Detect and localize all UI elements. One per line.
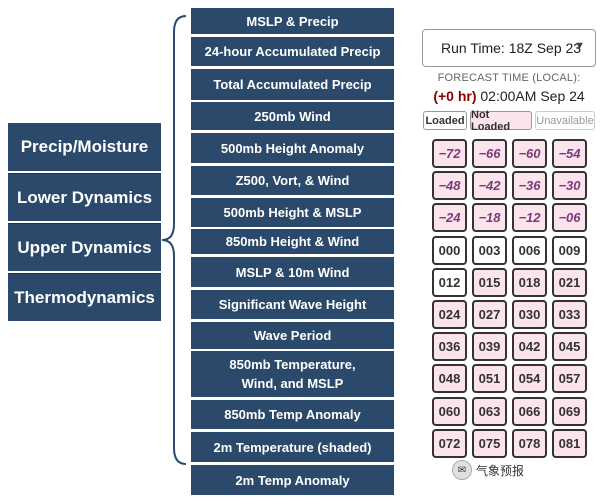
product-850mb-temp-wind-mslp[interactable]: 850mb Temperature, Wind, and MSLP: [191, 351, 394, 399]
product-250mb-wind[interactable]: 250mb Wind: [191, 102, 394, 132]
forecast-hour-button[interactable]: 018: [512, 268, 547, 297]
forecast-hour-button[interactable]: −12: [512, 203, 547, 232]
watermark-text: 气象预报: [476, 463, 525, 478]
forecast-hour-button[interactable]: −48: [432, 171, 467, 200]
forecast-hour-button[interactable]: 060: [432, 397, 467, 426]
legend-not-loaded: Not Loaded: [470, 109, 532, 133]
forecast-hour-button[interactable]: −60: [512, 139, 547, 168]
product-2m-temperature[interactable]: 2m Temperature (shaded): [191, 432, 394, 464]
product-850mb-height-wind[interactable]: 850mb Height & Wind: [191, 229, 394, 256]
forecast-time: 02:00AM Sep 24: [480, 88, 585, 104]
forecast-hour-button[interactable]: −66: [472, 139, 507, 168]
forecast-hour-button[interactable]: 021: [552, 268, 587, 297]
product-500mb-height-mslp[interactable]: 500mb Height & MSLP: [191, 198, 394, 227]
forecast-hour-button[interactable]: 000: [432, 236, 467, 265]
forecast-hour-button[interactable]: 003: [472, 236, 507, 265]
forecast-hour-button[interactable]: 045: [552, 332, 587, 361]
forecast-hour-button[interactable]: 063: [472, 397, 507, 426]
product-significant-wave-height[interactable]: Significant Wave Height: [191, 290, 394, 321]
forecast-hour-button[interactable]: 039: [472, 332, 507, 361]
forecast-hour-button[interactable]: 012: [432, 268, 467, 297]
product-24h-accum-precip[interactable]: 24-hour Accumulated Precip: [191, 37, 394, 68]
forecast-hour-button[interactable]: 066: [512, 397, 547, 426]
forecast-hour-button[interactable]: −72: [432, 139, 467, 168]
forecast-hour-button[interactable]: 081: [552, 429, 587, 458]
forecast-hour-button[interactable]: −24: [432, 203, 467, 232]
brace-connector: [161, 15, 187, 465]
forecast-hour-button[interactable]: 009: [552, 236, 587, 265]
forecast-offset: (+0 hr): [433, 88, 477, 104]
forecast-hour-button[interactable]: 072: [432, 429, 467, 458]
run-time-label: Run Time: 18Z Sep 23: [441, 40, 582, 56]
product-wave-period[interactable]: Wave Period: [191, 322, 394, 349]
forecast-hour-button[interactable]: 033: [552, 300, 587, 329]
legend-loaded: Loaded: [423, 111, 467, 130]
product-mslp-precip[interactable]: MSLP & Precip: [191, 8, 394, 36]
product-z500-vort-wind[interactable]: Z500, Vort, & Wind: [191, 166, 394, 197]
forecast-hour-button[interactable]: 015: [472, 268, 507, 297]
forecast-hour-button[interactable]: 030: [512, 300, 547, 329]
product-850mb-temp-anomaly[interactable]: 850mb Temp Anomaly: [191, 400, 394, 431]
forecast-hour-button[interactable]: 048: [432, 364, 467, 393]
category-upper-dynamics[interactable]: Upper Dynamics: [8, 223, 161, 271]
forecast-hour-button[interactable]: −42: [472, 171, 507, 200]
forecast-time-value: (+0 hr) 02:00AM Sep 24: [422, 88, 596, 104]
forecast-hour-button[interactable]: −54: [552, 139, 587, 168]
legend-unavailable: Unavailable: [535, 111, 595, 130]
forecast-hour-button[interactable]: 075: [472, 429, 507, 458]
watermark-logo-icon: ✉: [452, 460, 472, 480]
forecast-hour-button[interactable]: −36: [512, 171, 547, 200]
watermark: ✉ 气象预报: [452, 459, 600, 481]
forecast-hour-button[interactable]: 036: [432, 332, 467, 361]
forecast-hour-button[interactable]: 006: [512, 236, 547, 265]
product-mslp-10m-wind[interactable]: MSLP & 10m Wind: [191, 257, 394, 289]
forecast-hour-button[interactable]: 027: [472, 300, 507, 329]
forecast-hour-button[interactable]: 024: [432, 300, 467, 329]
forecast-hour-button[interactable]: −30: [552, 171, 587, 200]
forecast-hour-button[interactable]: 057: [552, 364, 587, 393]
forecast-hour-button[interactable]: −06: [552, 203, 587, 232]
forecast-hour-button[interactable]: 069: [552, 397, 587, 426]
forecast-hour-button[interactable]: 054: [512, 364, 547, 393]
product-2m-temp-anomaly[interactable]: 2m Temp Anomaly: [191, 465, 394, 495]
product-500mb-height-anomaly[interactable]: 500mb Height Anomaly: [191, 133, 394, 165]
forecast-hour-button[interactable]: 078: [512, 429, 547, 458]
forecast-hour-button[interactable]: −18: [472, 203, 507, 232]
forecast-time-label: FORECAST TIME (LOCAL):: [437, 72, 581, 84]
run-time-select[interactable]: Run Time: 18Z Sep 23 ▼: [422, 29, 596, 67]
forecast-hour-button[interactable]: 042: [512, 332, 547, 361]
category-precip-moisture[interactable]: Precip/Moisture: [8, 123, 161, 171]
forecast-hour-button[interactable]: 051: [472, 364, 507, 393]
product-total-accum-precip[interactable]: Total Accumulated Precip: [191, 69, 394, 100]
category-lower-dynamics[interactable]: Lower Dynamics: [8, 173, 161, 221]
category-thermodynamics[interactable]: Thermodynamics: [8, 273, 161, 321]
chevron-down-icon: ▼: [574, 40, 585, 52]
